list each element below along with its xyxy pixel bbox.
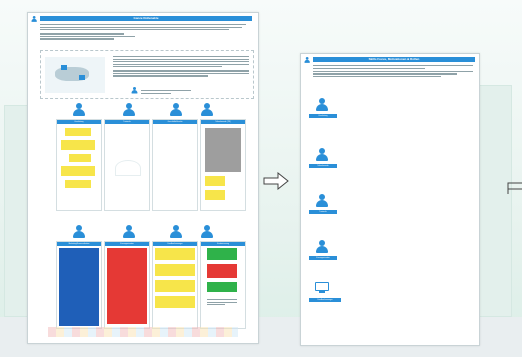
skills-board-title: Skills Focus, Motivationen & Rollen xyxy=(313,57,475,62)
column-header: Feedbackmanager xyxy=(153,242,197,246)
role-label[interactable]: Trainer/in xyxy=(309,210,337,214)
column-header: Teilnehmende (TN) xyxy=(201,120,245,124)
column-header: Marketing/Kommunikation xyxy=(57,242,101,246)
role-column[interactable]: Feedbackmanager xyxy=(152,241,198,329)
wifi-watermark-icon xyxy=(115,160,141,176)
content-block[interactable] xyxy=(207,248,237,260)
sticky-note[interactable] xyxy=(61,140,95,150)
content-block[interactable] xyxy=(107,248,147,324)
content-block[interactable] xyxy=(155,280,195,292)
role-label[interactable]: Feedbackmanager xyxy=(309,298,341,302)
sticky-note[interactable] xyxy=(69,154,91,162)
role-avatar-icon xyxy=(200,225,214,239)
main-board[interactable]: Ganze Rollenakte Kursleitung Train xyxy=(27,12,259,344)
content-block[interactable] xyxy=(155,264,195,276)
role-avatar-icon xyxy=(122,103,136,117)
column-header: Kursleitung xyxy=(57,120,101,124)
column-header: Geschäftsführer/in xyxy=(153,120,197,124)
role-avatar-icon xyxy=(169,225,183,239)
role-avatar-icon xyxy=(169,103,183,117)
role-label[interactable]: Kursorganisation xyxy=(309,256,337,260)
flow-arrow-icon xyxy=(263,172,289,190)
role-avatar-icon xyxy=(315,148,329,162)
sticky-note[interactable] xyxy=(65,128,91,136)
info-card-caption xyxy=(141,89,191,95)
world-map-image xyxy=(45,57,105,93)
role-avatar-icon xyxy=(72,225,86,239)
main-board-title: Ganze Rollenakte xyxy=(40,16,252,21)
role-column[interactable]: Teilnehmende (TN) xyxy=(200,119,246,211)
info-card-text xyxy=(113,55,249,78)
role-column[interactable]: Kursorganisation xyxy=(104,241,150,329)
content-block[interactable] xyxy=(207,282,237,292)
column-header: Trainer/in xyxy=(105,120,149,124)
image-placeholder xyxy=(205,128,241,172)
info-card xyxy=(40,50,254,99)
role-avatar-icon xyxy=(315,240,329,254)
role-column[interactable]: Marketing/Kommunikation xyxy=(56,241,102,329)
content-block[interactable] xyxy=(155,248,195,260)
role-label[interactable]: Teilnehmende xyxy=(309,164,337,168)
role-column[interactable]: Kursbetreuung xyxy=(200,241,246,329)
skills-intro-text xyxy=(313,64,473,78)
content-block[interactable] xyxy=(155,296,195,308)
role-column[interactable]: Kursleitung xyxy=(56,119,102,211)
role-avatar-icon xyxy=(122,225,136,239)
column-header: Kursbetreuung xyxy=(201,242,245,246)
role-avatar-icon xyxy=(72,103,86,117)
role-avatar-icon xyxy=(315,98,329,112)
flow-arrow-icon xyxy=(507,182,522,194)
content-block[interactable] xyxy=(207,264,237,278)
role-avatar-icon xyxy=(315,194,329,208)
role-column[interactable]: Trainer/in xyxy=(104,119,150,211)
content-block[interactable] xyxy=(59,248,99,326)
sticky-note[interactable] xyxy=(61,166,95,176)
sticky-note[interactable] xyxy=(205,176,225,186)
sticky-note[interactable] xyxy=(65,180,91,188)
role-label[interactable]: Kursleitung xyxy=(309,114,337,118)
role-avatar-icon xyxy=(315,282,329,294)
intro-text xyxy=(40,23,250,41)
sticky-note[interactable] xyxy=(205,190,225,200)
bottom-illustration xyxy=(48,327,238,337)
role-avatar-icon xyxy=(200,103,214,117)
column-text xyxy=(207,298,237,307)
skills-board[interactable]: Skills Focus, Motivationen & Rollen Kurs… xyxy=(300,53,480,346)
column-header: Kursorganisation xyxy=(105,242,149,246)
role-column[interactable]: Geschäftsführer/in xyxy=(152,119,198,211)
